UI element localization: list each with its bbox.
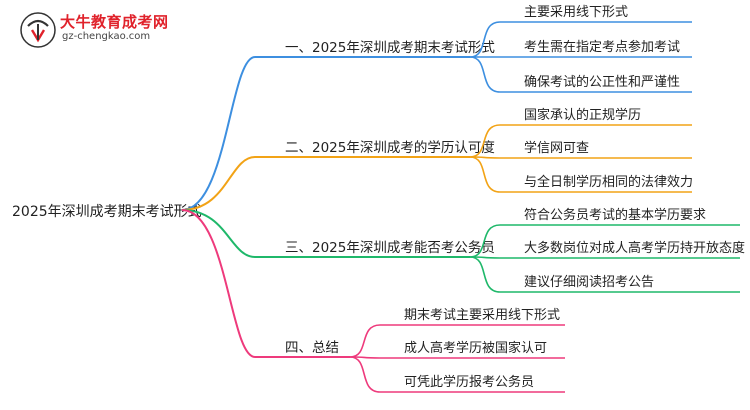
branch-4-child-3-label: 可凭此学历报考公务员 xyxy=(404,374,534,390)
connector-branch-1-child-1 xyxy=(469,21,501,58)
branch-3-label: 三、2025年深圳成考能否考公务员 xyxy=(285,240,495,256)
branch-1-child-1-label: 主要采用线下形式 xyxy=(524,5,628,20)
connector-root-branch-3 xyxy=(181,209,256,258)
connector-branch-4-child-3 xyxy=(349,356,381,393)
branch-2-label: 二、2025年深圳成考的学历认可度 xyxy=(285,140,495,156)
branch-2-child-2-label: 学信网可查 xyxy=(524,140,589,156)
branch-2-child-3-label: 与全日制学历相同的法律效力 xyxy=(524,174,693,190)
connector-branch-3-child-1 xyxy=(469,224,501,258)
connector-branch-1-child-3 xyxy=(469,56,501,93)
connector-branch-2-child-1 xyxy=(469,124,501,158)
logo-url: gz-chengkao.com xyxy=(62,31,151,42)
root-node: 2025年深圳成考期末考试形式 xyxy=(12,204,202,220)
branch-1-label: 一、2025年深圳成考期末考试形式 xyxy=(285,40,495,56)
branch-4-label: 四、总结 xyxy=(285,340,339,356)
logo-name: 大牛教育成考网 xyxy=(60,13,169,31)
bull-logo-icon xyxy=(20,12,56,48)
branch-3-child-1-label: 符合公务员考试的基本学历要求 xyxy=(524,207,706,223)
branch-4-child-2-label: 成人高考学历被国家认可 xyxy=(404,340,547,356)
connector-branch-3-child-3 xyxy=(469,256,501,293)
branch-4-child-1-label: 期末考试主要采用线下形式 xyxy=(404,308,560,323)
connector-branch-2-child-3 xyxy=(469,156,501,193)
connector-root-branch-1 xyxy=(181,56,256,211)
connector-root-branch-2 xyxy=(181,156,256,211)
connector-root-branch-4 xyxy=(181,209,256,358)
branch-3-child-2-label: 大多数岗位对成人高考学历持开放态度 xyxy=(524,240,745,256)
connector-branch-4-child-1 xyxy=(349,324,381,358)
site-logo: 大牛教育成考网 gz-chengkao.com xyxy=(20,10,230,50)
branch-2-child-1-label: 国家承认的正规学历 xyxy=(524,107,641,123)
branch-1-child-2-label: 考生需在指定考点参加考试 xyxy=(524,39,680,55)
branch-3-child-3-label: 建议仔细阅读招考公告 xyxy=(524,275,654,290)
branch-1-child-3-label: 确保考试的公正性和严谨性 xyxy=(524,74,680,90)
